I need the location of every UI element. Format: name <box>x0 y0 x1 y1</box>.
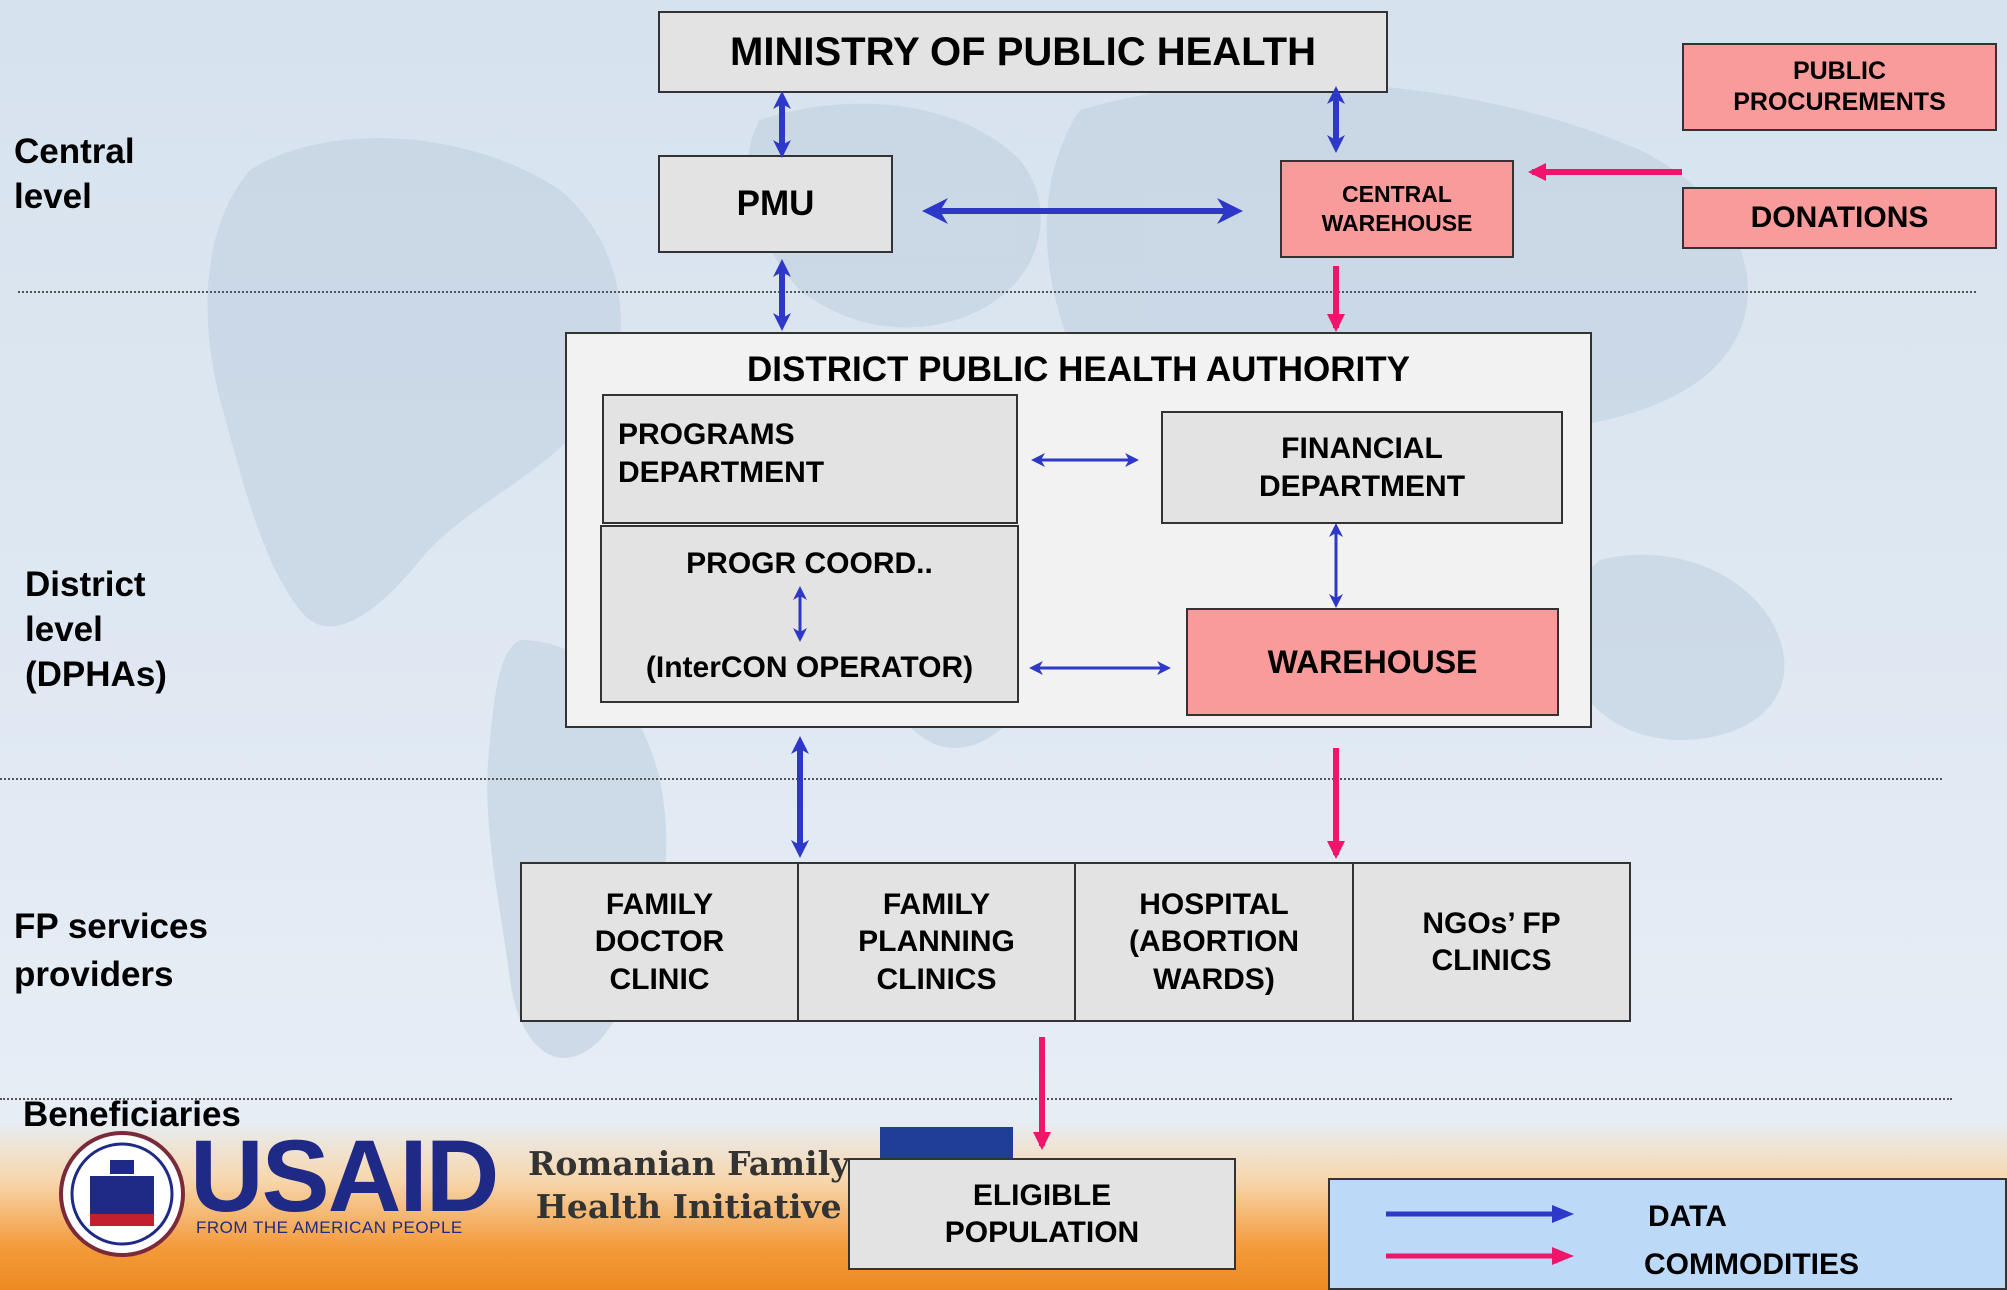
central-warehouse-box: CENTRAL WAREHOUSE <box>1280 160 1514 258</box>
level-label-fp-providers: FP services providers <box>14 907 208 995</box>
separator-fp-beneficiaries <box>0 1098 1952 1100</box>
level-label-central: Central level <box>14 132 135 216</box>
donations-box: DONATIONS <box>1682 187 1997 249</box>
ngos-fp-clinics-box: NGOs’ FP CLINICS <box>1352 862 1631 1022</box>
usaid-seal-icon <box>59 1131 185 1257</box>
intercon-operator-label: (InterCON OPERATOR) <box>645 651 974 684</box>
separator-district-fp <box>0 778 1942 780</box>
progr-coord-box: PROGR COORD.. (InterCON OPERATOR) <box>600 525 1019 703</box>
programs-department-label: PROGRAMS DEPARTMENT <box>618 418 825 489</box>
level-label-beneficiaries: Beneficiaries <box>23 1095 241 1134</box>
financial-department-box: FINANCIAL DEPARTMENT <box>1161 411 1563 524</box>
usaid-logo-text: USAID <box>190 1119 499 1233</box>
jsi-logo-fragment <box>880 1127 1013 1161</box>
district-warehouse-box: WAREHOUSE <box>1186 608 1559 716</box>
legend-commodities-label: COMMODITIES <box>1644 1248 1859 1281</box>
programs-department-box: PROGRAMS DEPARTMENT <box>602 394 1018 524</box>
eligible-population-box: ELIGIBLE POPULATION <box>848 1158 1236 1270</box>
legend-box: DATA COMMODITIES <box>1328 1178 2007 1290</box>
level-label-district: District level (DPHAs) <box>25 565 167 694</box>
ministry-of-public-health-box: MINISTRY OF PUBLIC HEALTH <box>658 11 1388 93</box>
family-planning-clinics-box: FAMILY PLANNING CLINICS <box>797 862 1076 1022</box>
family-doctor-clinic-box: FAMILY DOCTOR CLINIC <box>520 862 799 1022</box>
hospital-abortion-wards-box: HOSPITAL (ABORTION WARDS) <box>1074 862 1354 1022</box>
pmu-box: PMU <box>658 155 893 253</box>
progr-coord-label: PROGR COORD.. <box>686 547 933 580</box>
dpha-title: DISTRICT PUBLIC HEALTH AUTHORITY <box>746 350 1411 389</box>
legend-data-label: DATA <box>1648 1200 1727 1233</box>
public-procurements-box: PUBLIC PROCUREMENTS <box>1682 43 1997 131</box>
rfhi-logo-text: Romanian Family Health Initiative <box>528 1144 850 1226</box>
separator-central-district <box>18 291 1976 293</box>
legend-commodities-arrow-icon <box>1386 1247 1574 1265</box>
usaid-tagline: FROM THE AMERICAN PEOPLE <box>196 1218 463 1237</box>
legend-data-arrow-icon <box>1386 1205 1574 1223</box>
